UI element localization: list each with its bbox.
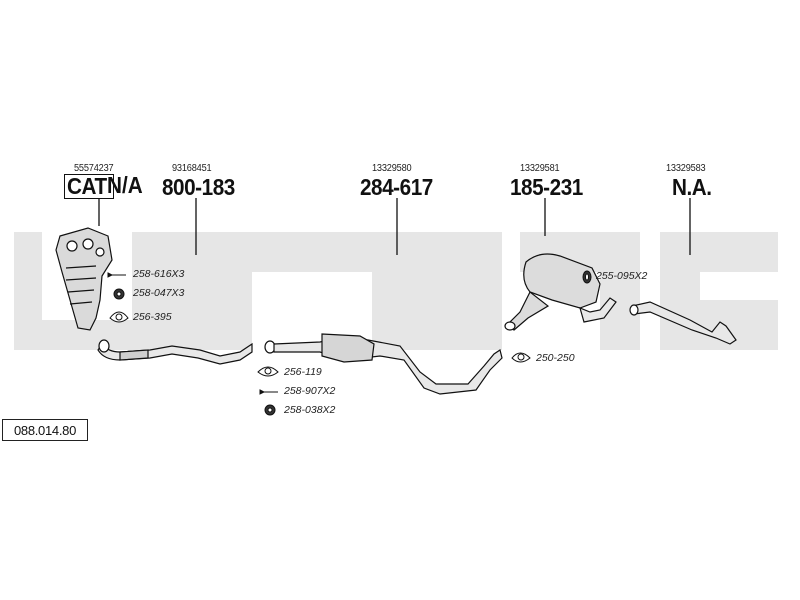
accessory-label[interactable]: 255-095X2 [596,270,648,282]
part-label-tail-pipe[interactable]: N.A. [672,174,712,200]
catalytic-converter-part[interactable] [55,227,113,331]
cat-label-box[interactable]: CAT [64,173,115,199]
oe-number-middle-silencer: 13329580 [372,163,412,174]
gasket-icon [109,311,129,323]
oe-number-tail-pipe: 13329583 [666,163,706,174]
bolt-icon [107,272,126,278]
accessory-label[interactable]: 258-047X3 [133,287,185,299]
nut-icon [113,288,125,300]
oe-number-rear-silencer: 13329581 [520,163,560,174]
accessory-label[interactable]: 258-616X3 [133,268,185,280]
leader-lines [98,198,691,255]
part-label-cat-suffix: N/A [107,172,143,198]
nut-icon [264,404,276,416]
accessory-label[interactable]: 258-907X2 [284,385,336,397]
clamp-icon [511,352,531,363]
oe-number-cat: 55574237 [74,163,114,174]
middle-silencer-part[interactable] [264,333,503,395]
oe-number-front-pipe: 93168451 [172,163,212,174]
accessory-label[interactable]: 258-038X2 [284,404,336,416]
tail-pipe-part[interactable] [629,301,737,345]
part-label-front-pipe[interactable]: 800-183 [162,174,235,200]
front-pipe-part[interactable] [97,339,253,365]
part-label-middle-silencer[interactable]: 284-617 [360,174,433,200]
rear-silencer-part[interactable] [504,253,617,331]
part-label-rear-silencer[interactable]: 185-231 [510,174,583,200]
accessory-icons [107,270,592,416]
accessory-label[interactable]: 250-250 [536,352,575,364]
gasket-icon [257,366,279,377]
accessory-label[interactable]: 256-395 [133,311,172,323]
watermark-logo [14,232,778,350]
rubber-mount-icon [582,270,592,284]
accessory-label[interactable]: 256-119 [284,366,322,378]
bolt-icon [259,389,278,395]
part-label-cat: CAT [67,173,107,199]
reference-code: 088.014.80 [2,419,88,441]
